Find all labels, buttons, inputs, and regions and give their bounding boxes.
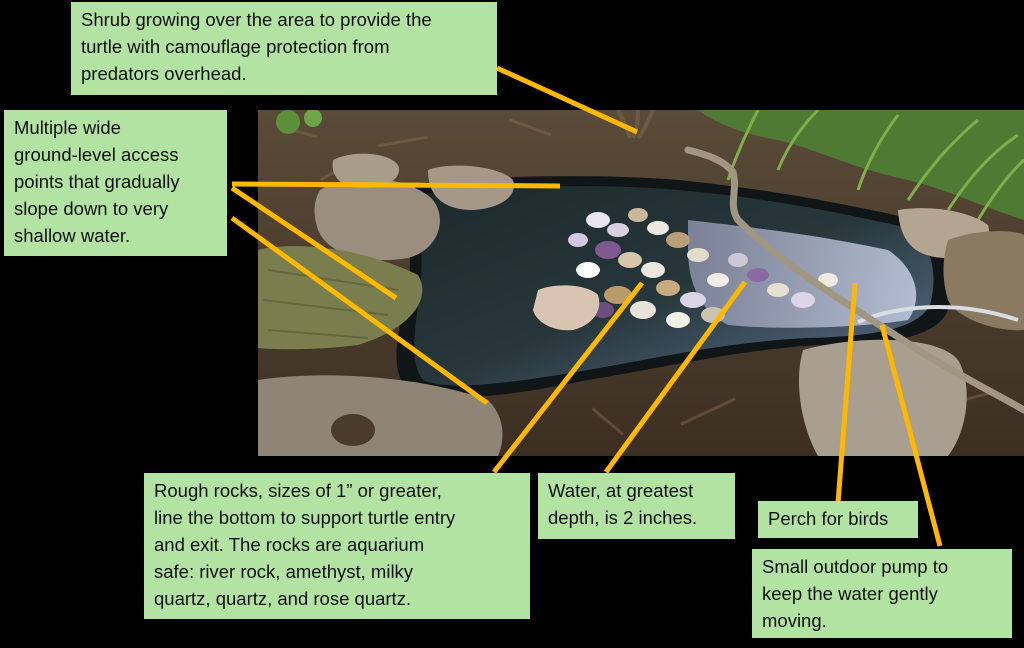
callout-water-depth: Water, at greatest depth, is 2 inches. xyxy=(538,473,735,539)
callout-perch: Perch for birds xyxy=(758,501,918,538)
callout-access-points: Multiple wide ground-level access points… xyxy=(4,110,227,256)
callout-shrub: Shrub growing over the area to provide t… xyxy=(71,2,497,95)
callout-rocks: Rough rocks, sizes of 1” or greater, lin… xyxy=(144,473,530,619)
pond-photo xyxy=(258,110,1024,456)
callout-pump: Small outdoor pump to keep the water gen… xyxy=(752,549,1012,638)
